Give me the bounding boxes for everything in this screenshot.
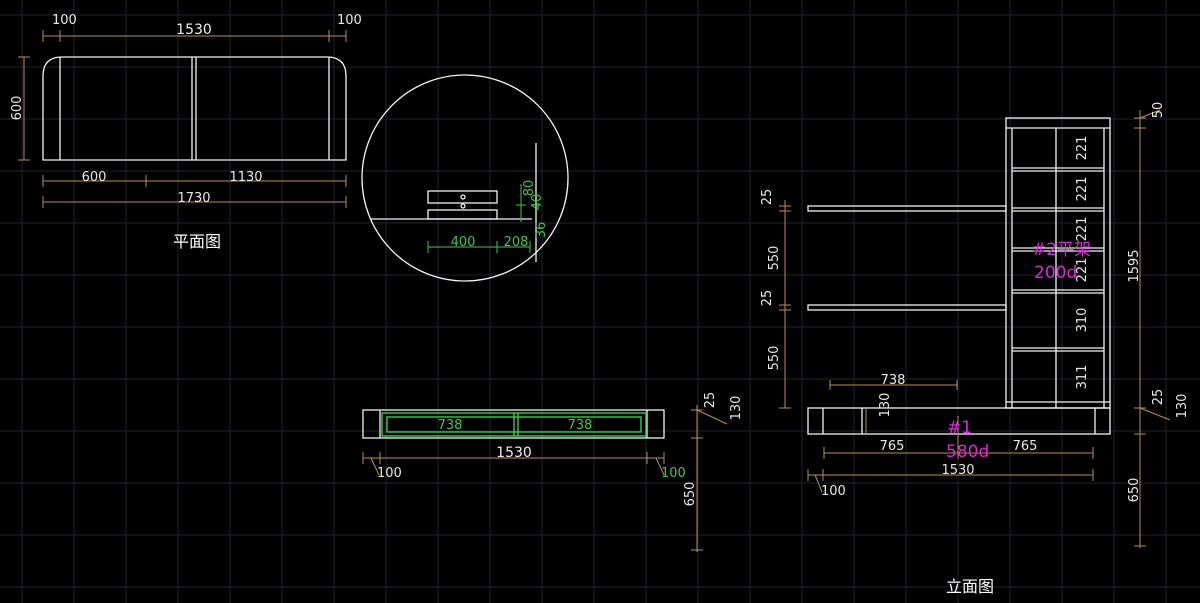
elevation-dim-765-right: 765: [1013, 439, 1038, 454]
detail-lower-board: [427, 209, 498, 220]
front-body: [362, 409, 665, 439]
cell-height-1: 221: [1075, 136, 1090, 161]
plan-dim-depth: 600: [10, 96, 25, 121]
plan-title: 平面图: [173, 232, 221, 251]
elevation-view: 221 221 221 221 310 311 25 550 25 550 50…: [760, 102, 1190, 596]
elevation-dim-shelf-thickness-1: 25: [760, 189, 775, 206]
cell-height-4: 221: [1075, 258, 1090, 283]
base-label: #1: [947, 418, 972, 438]
plan-dim-left-margin: 100: [52, 13, 77, 28]
detail-dim-d: 400: [451, 235, 476, 250]
elevation-dim-765-left: 765: [880, 439, 905, 454]
front-dim-left-margin: 100: [377, 466, 402, 481]
elevation-shelf-upper: [807, 205, 1007, 212]
elevation-dim-shelf-gap-1: 550: [767, 246, 782, 271]
detail-dim-a: 80: [522, 180, 537, 197]
cell-height-3: 221: [1075, 217, 1090, 242]
front-dim-leg: 650: [683, 482, 698, 507]
detail-dim-e: 208: [504, 235, 529, 250]
elevation-dim-1530: 1530: [941, 463, 974, 478]
plan-dim-total: 1730: [177, 191, 210, 206]
cell-height-6: 311: [1075, 365, 1090, 390]
elevation-dim-leg: 650: [1127, 478, 1142, 503]
plan-dim-right-margin: 100: [337, 13, 362, 28]
front-dim-drawer-right: 738: [568, 418, 593, 433]
front-dim-width: 1530: [496, 445, 532, 461]
detail-dim-b: 40: [530, 194, 545, 211]
front-dim-drawer-left: 738: [438, 418, 463, 433]
elevation-dim-shelf-thickness-2: 25: [760, 290, 775, 307]
front-dim-top: 25: [703, 392, 718, 409]
elevation-title: 立面图: [946, 577, 994, 596]
plan-dim-right-part: 1130: [229, 170, 262, 185]
plan-view: 100 1530 100 600 600 1130 1730 平面图: [10, 13, 362, 251]
elevation-dim-top: 50: [1151, 102, 1166, 119]
elevation-dim-100: 100: [821, 484, 846, 499]
elevation-dim-total-height: 1595: [1127, 249, 1142, 282]
front-dim-right-margin: 100: [661, 466, 686, 481]
cell-height-5: 310: [1075, 308, 1090, 333]
plan-dim-overall-width: 1530: [176, 22, 212, 38]
plan-outline: [42, 56, 347, 161]
detail-dim-c: 36: [534, 222, 549, 239]
elevation-dim-130-inner: 130: [878, 393, 893, 418]
elevation-shelf-lower: [807, 304, 1007, 311]
elevation-dim-shelf-gap-2: 550: [767, 346, 782, 371]
detail-circle: [361, 74, 569, 282]
plan-dim-left-part: 600: [82, 170, 107, 185]
front-view: 738 738 100 1530 100 25 130 650: [362, 392, 744, 552]
detail-hole-1: [460, 194, 466, 200]
elevation-dim-base-height: 130: [1175, 394, 1190, 419]
elevation-dim-base-top: 25: [1151, 389, 1166, 406]
base-depth-label: 580d: [946, 442, 989, 462]
detail-view: 80 40 36 400 208: [361, 74, 569, 282]
detail-hole-2: [460, 203, 466, 209]
detail-upper-board: [427, 190, 498, 204]
shelf-depth-label: 200d: [1034, 263, 1077, 283]
elevation-bookcase: [1005, 117, 1111, 409]
elevation-base: [807, 407, 1111, 435]
shelf-label: #2平架: [1032, 240, 1091, 260]
cell-height-2: 221: [1075, 177, 1090, 202]
elevation-dim-738: 738: [881, 373, 906, 388]
front-dim-height: 130: [729, 396, 744, 421]
